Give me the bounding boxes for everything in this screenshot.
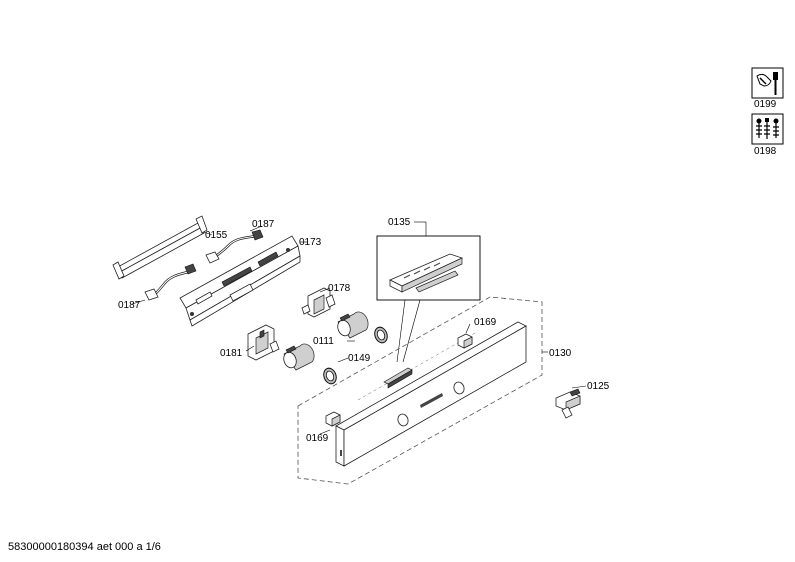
tool-code-0199: 0199	[754, 99, 777, 110]
part-0181-switch	[247, 324, 280, 361]
callout-0169-lower: 0169	[306, 433, 329, 444]
callout-0169-upper: 0169	[474, 317, 497, 328]
tool-icon-0199	[751, 67, 784, 99]
part-0178-bracket	[301, 287, 336, 318]
part-0130-panel-outline	[297, 296, 543, 485]
tool-code-0198: 0198	[754, 146, 777, 157]
part-rotary-upper	[337, 311, 369, 339]
callout-0155: 0155	[205, 230, 228, 241]
part-0169-button-upper	[457, 333, 473, 349]
part-0149-knob-lower	[323, 367, 337, 385]
callout-0130: 0130	[549, 348, 572, 359]
tool-icon-0198	[751, 113, 784, 145]
part-0155-rail	[112, 215, 208, 280]
part-0135-inset	[376, 235, 481, 301]
callout-0187-lower: 0187	[118, 300, 141, 311]
part-0173-module	[179, 235, 301, 327]
callout-0125: 0125	[587, 381, 610, 392]
part-0187-cable-upper	[205, 229, 264, 264]
callout-0178: 0178	[328, 283, 351, 294]
part-0169-button-lower	[325, 411, 341, 427]
callout-0181: 0181	[220, 348, 243, 359]
callout-0187-upper: 0187	[252, 219, 275, 230]
callout-0173: 0173	[299, 237, 322, 248]
part-0187-cable-lower	[144, 263, 197, 301]
callout-0111: 0111	[313, 336, 334, 347]
wrench-screwdriver-icon	[756, 72, 778, 95]
callout-0135: 0135	[388, 217, 411, 228]
part-rotary-lower	[283, 343, 315, 371]
document-id: 58300000180394 aet 000 a 1/6	[8, 541, 161, 553]
part-0111-knob-upper	[374, 326, 388, 344]
screws-icon	[756, 118, 779, 139]
part-keypad-bar	[383, 367, 413, 389]
part-control-panel	[335, 321, 527, 467]
callout-0149: 0149	[348, 353, 371, 364]
part-0125-clip	[555, 388, 581, 419]
